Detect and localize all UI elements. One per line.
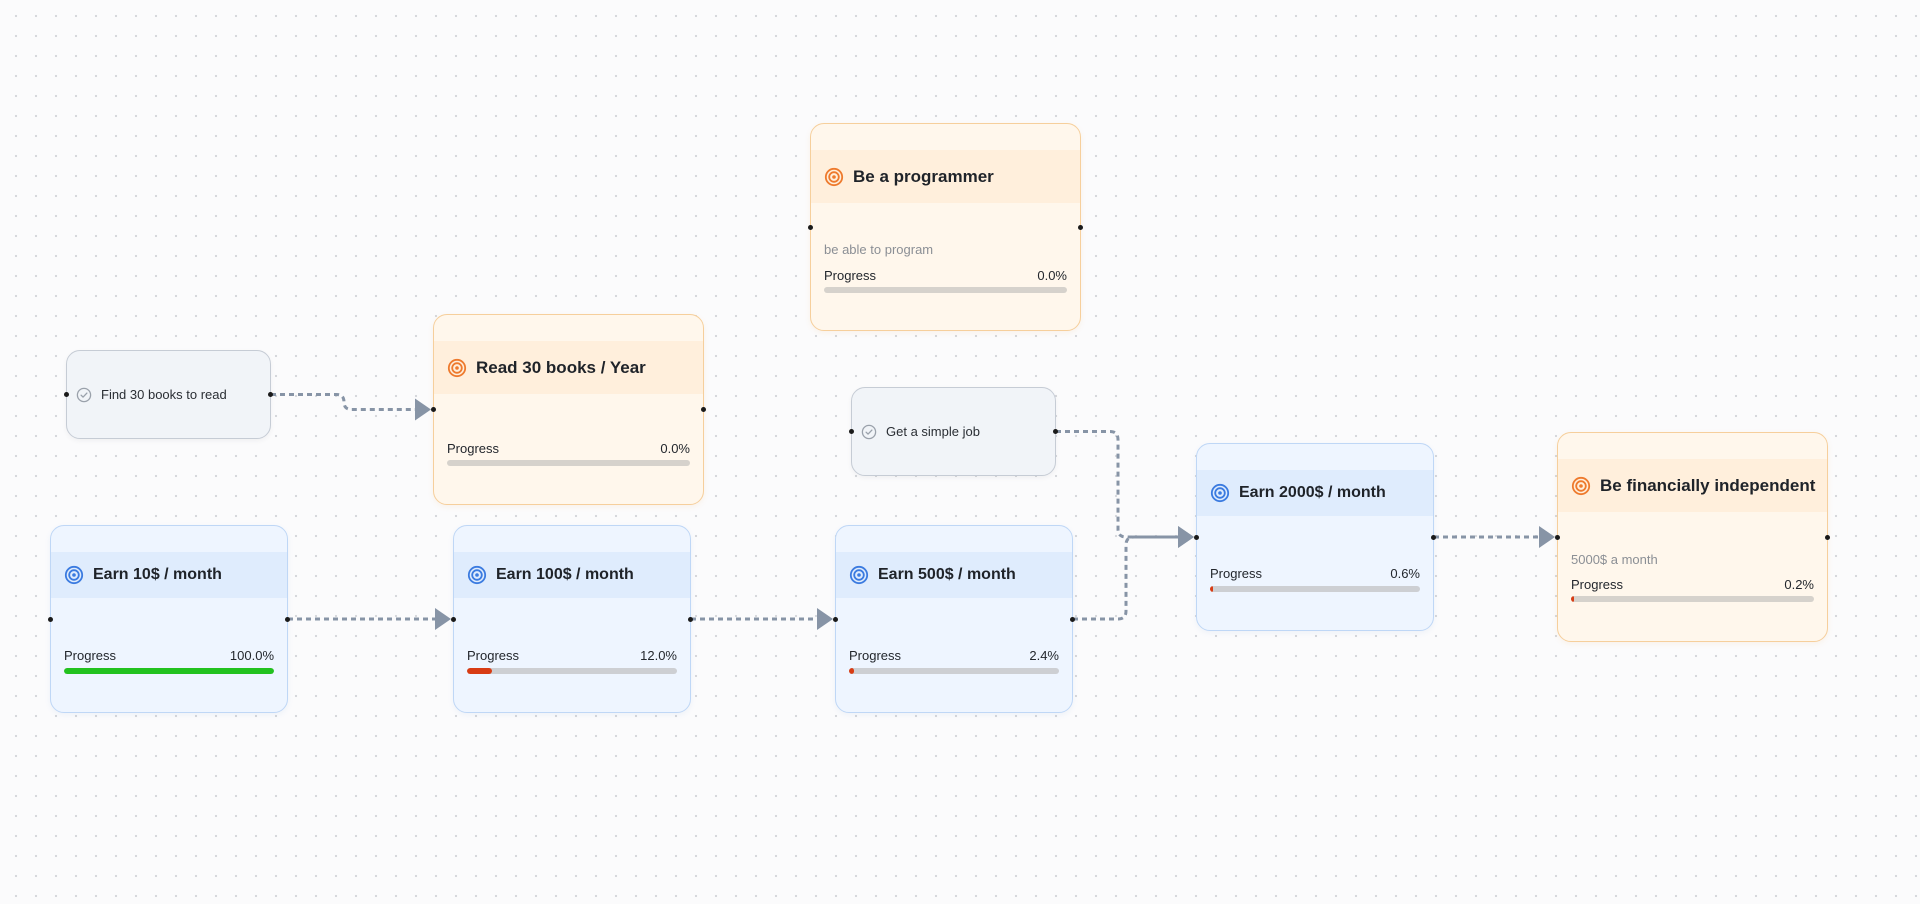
node-title: Be a programmer — [853, 166, 994, 186]
connection-handle-right[interactable] — [1078, 224, 1083, 230]
progress-label: Progress — [824, 268, 877, 283]
milestone-node-earn-2000[interactable]: Earn 2000$ / month Progress 0.6% — [1194, 443, 1436, 631]
check-circle-icon — [861, 424, 877, 439]
arrowhead-earn-2000-to-be-financially-independent — [1539, 526, 1555, 548]
progress-bar — [447, 460, 690, 466]
connection-handle-right[interactable] — [268, 392, 273, 397]
connection-handle-right[interactable] — [688, 616, 693, 622]
progress-value: 0.6% — [1390, 566, 1420, 581]
connection-handle-right[interactable] — [701, 407, 706, 412]
milestone-node-earn-10[interactable]: Earn 10$ / month Progress 100.0% — [48, 525, 290, 713]
progress-label: Progress — [849, 648, 902, 663]
progress-bar — [824, 287, 1067, 293]
node-header: Earn 10$ / month — [51, 552, 287, 598]
node-title: Earn 100$ / month — [496, 566, 634, 583]
progress-bar — [64, 668, 274, 674]
node-header: Be financially independent — [1558, 459, 1827, 512]
edge-get-simple-job-to-earn-2000[interactable] — [1056, 430, 1179, 539]
node-title: Earn 2000$ / month — [1239, 484, 1386, 501]
progress-value: 0.0% — [1037, 268, 1067, 283]
progress-label: Progress — [1571, 577, 1624, 592]
progress-row: Progress 0.2% — [1571, 577, 1814, 592]
target-icon — [1210, 483, 1230, 503]
target-icon — [824, 167, 844, 186]
progress-bar — [467, 668, 677, 674]
milestone-node-earn-500[interactable]: Earn 500$ / month Progress 2.4% — [833, 525, 1075, 713]
connection-handle-right[interactable] — [1070, 616, 1075, 622]
check-circle-icon — [76, 387, 92, 402]
node-title: Read 30 books / Year — [476, 357, 646, 377]
progress-row: Progress 0.0% — [824, 268, 1067, 283]
task-node-find-30-books[interactable]: Find 30 books to read — [64, 350, 273, 439]
goal-node-read-30-books[interactable]: Read 30 books / Year Progress 0.0% — [431, 314, 706, 505]
progress-bar — [1210, 586, 1420, 592]
target-icon — [1571, 476, 1591, 495]
progress-value: 2.4% — [1029, 648, 1059, 663]
arrowhead-get-simple-job-to-earn-2000 — [1178, 526, 1194, 548]
goal-node-be-a-programmer[interactable]: Be a programmer be able to program Progr… — [808, 123, 1083, 331]
node-description: be able to program — [824, 242, 934, 257]
target-icon — [447, 358, 467, 377]
arrowhead-earn-500-to-earn-2000 — [1178, 526, 1194, 548]
connection-handle-left[interactable] — [849, 429, 854, 434]
progress-value: 0.2% — [1784, 577, 1814, 592]
node-header: Earn 2000$ / month — [1197, 470, 1433, 516]
edge-find-30-books-to-read-30-books[interactable] — [271, 393, 416, 411]
task-title: Find 30 books to read — [101, 387, 227, 402]
progress-label: Progress — [467, 648, 520, 663]
task-title: Get a simple job — [886, 424, 980, 439]
progress-value: 12.0% — [640, 648, 677, 663]
milestone-node-earn-100[interactable]: Earn 100$ / month Progress 12.0% — [451, 525, 693, 713]
connection-handle-right[interactable] — [285, 616, 290, 622]
node-title: Earn 10$ / month — [93, 566, 222, 583]
connection-handle-left[interactable] — [48, 616, 53, 622]
node-description: 5000$ a month — [1571, 552, 1658, 567]
connection-handle-left[interactable] — [451, 616, 456, 622]
task-node-get-simple-job[interactable]: Get a simple job — [849, 387, 1058, 476]
progress-value: 0.0% — [660, 441, 690, 456]
connection-handle-left[interactable] — [431, 407, 436, 412]
progress-row: Progress 100.0% — [64, 648, 274, 663]
task-content: Find 30 books to read — [76, 351, 262, 438]
arrowhead-earn-100-to-earn-500 — [817, 608, 833, 630]
connection-handle-right[interactable] — [1053, 429, 1058, 434]
connection-handle-right[interactable] — [1431, 534, 1436, 540]
node-title: Be financially independent — [1600, 475, 1816, 495]
target-icon — [849, 565, 869, 585]
target-icon — [64, 565, 84, 585]
connection-handle-left[interactable] — [64, 392, 69, 397]
connection-handle-left[interactable] — [833, 616, 838, 622]
progress-row: Progress 12.0% — [467, 648, 677, 663]
connection-handle-left[interactable] — [808, 224, 813, 230]
node-header: Earn 100$ / month — [454, 552, 690, 598]
edge-earn-500-to-earn-2000[interactable] — [1073, 535, 1179, 621]
connection-handle-left[interactable] — [1555, 534, 1560, 540]
connection-handle-right[interactable] — [1825, 534, 1830, 540]
goal-node-be-financially-independent[interactable]: Be financially independent 5000$ a month… — [1555, 432, 1830, 642]
progress-bar — [849, 668, 1059, 674]
progress-fill — [1571, 596, 1574, 602]
progress-label: Progress — [447, 441, 500, 456]
progress-row: Progress 0.0% — [447, 441, 690, 456]
arrowhead-find-30-books-to-read-30-books — [415, 398, 431, 421]
progress-fill — [64, 668, 274, 674]
target-icon — [467, 565, 487, 585]
progress-value: 100.0% — [229, 648, 274, 663]
progress-label: Progress — [1210, 566, 1263, 581]
arrowhead-earn-10-to-earn-100 — [435, 608, 451, 630]
progress-row: Progress 0.6% — [1210, 566, 1420, 581]
node-header: Be a programmer — [811, 150, 1080, 203]
progress-row: Progress 2.4% — [849, 648, 1059, 663]
progress-fill — [467, 668, 493, 674]
connection-handle-left[interactable] — [1194, 534, 1199, 540]
progress-bar — [1571, 596, 1814, 602]
node-header: Read 30 books / Year — [434, 341, 703, 394]
node-title: Earn 500$ / month — [878, 566, 1016, 583]
node-header: Earn 500$ / month — [836, 552, 1072, 598]
progress-label: Progress — [64, 648, 117, 663]
progress-fill — [849, 668, 855, 674]
task-content: Get a simple job — [861, 388, 1047, 475]
progress-fill — [1210, 586, 1213, 592]
